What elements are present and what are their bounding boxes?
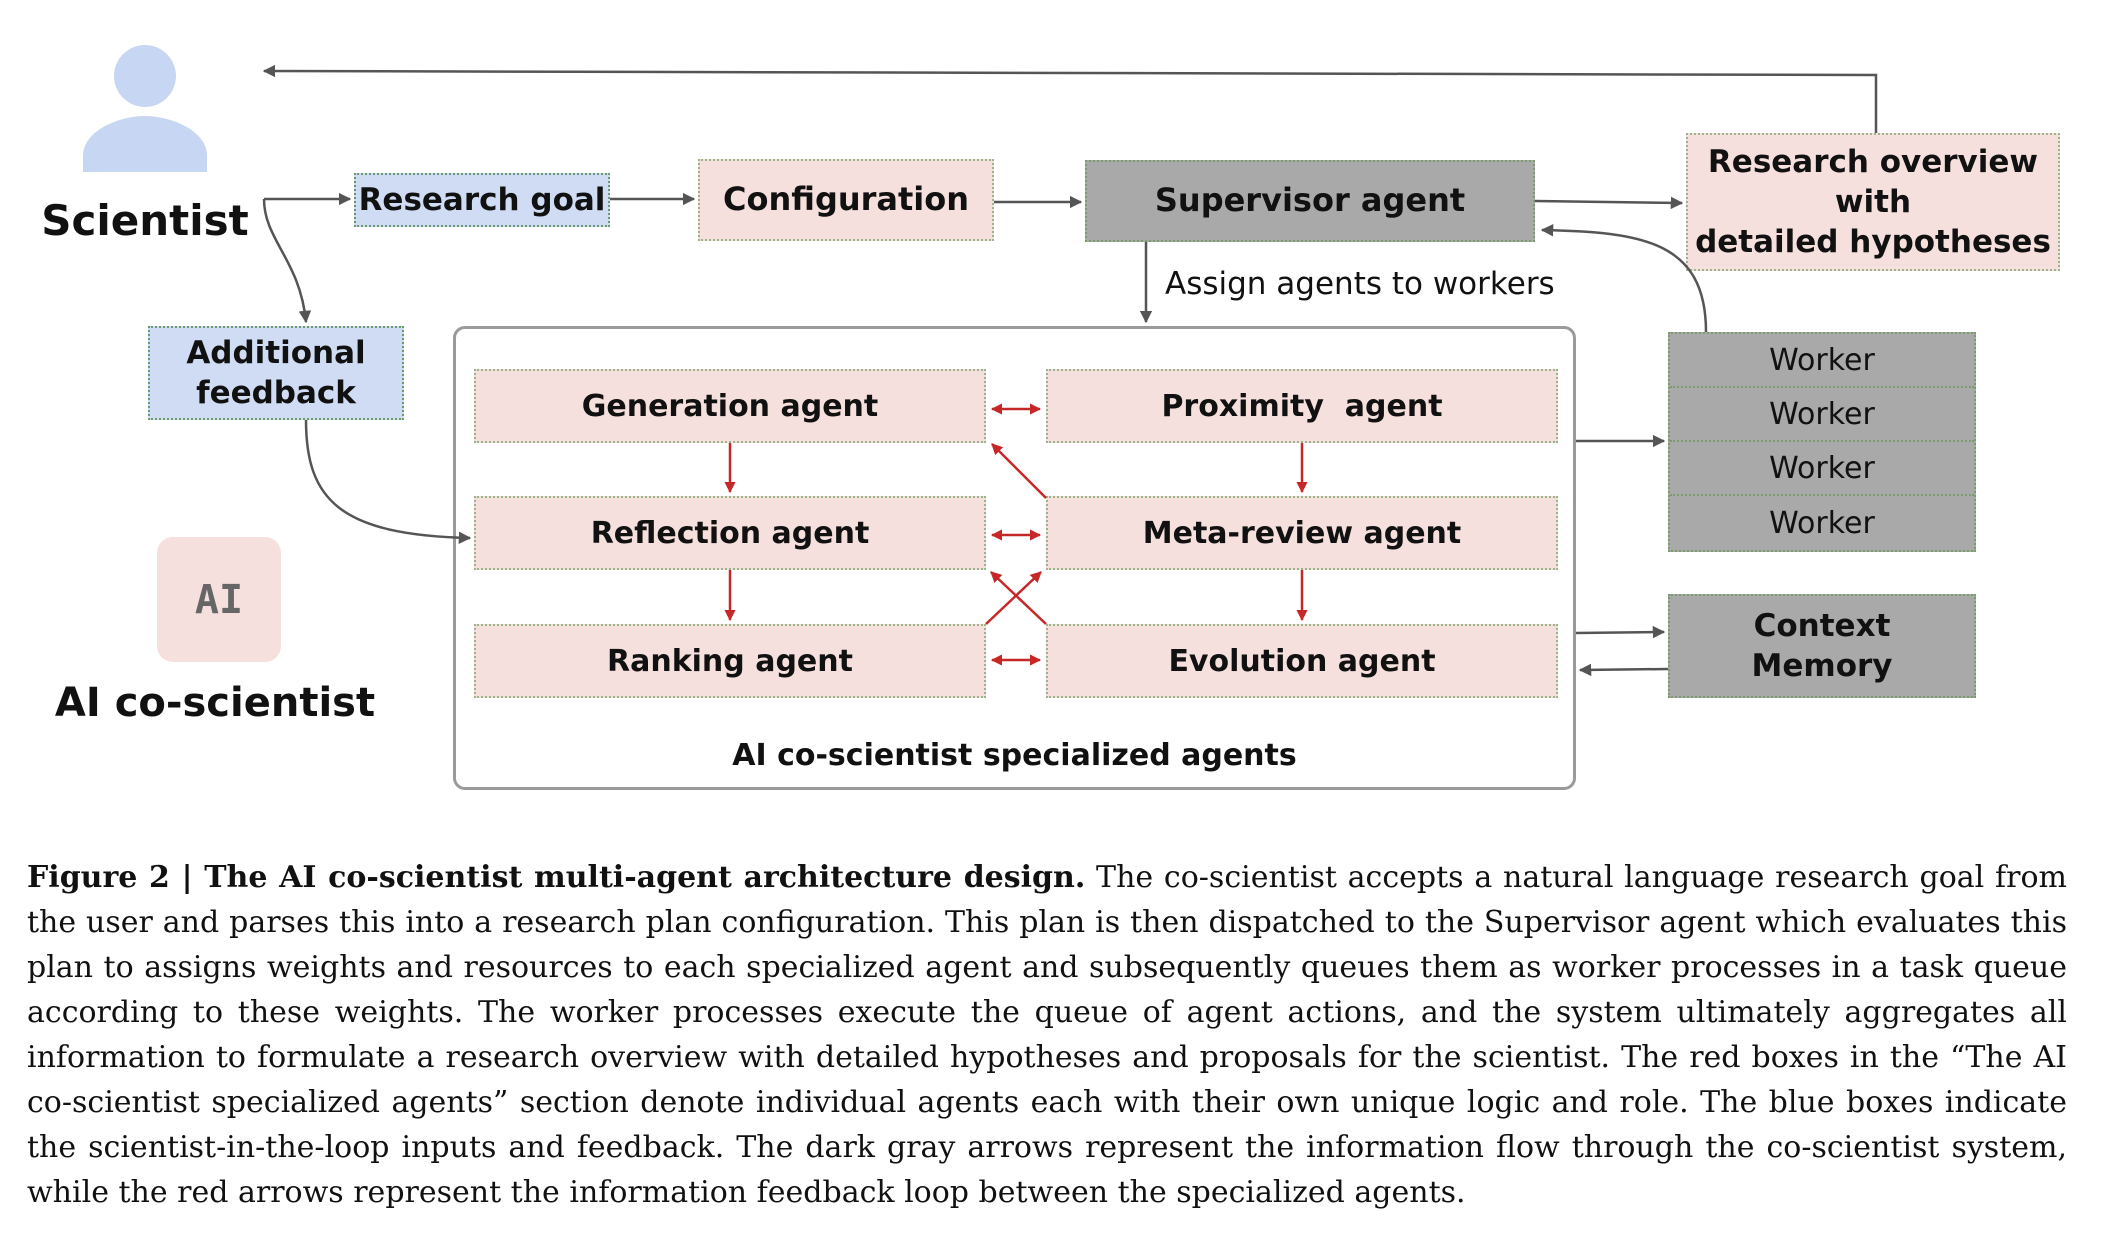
evolution-agent-label: Evolution agent — [1168, 643, 1436, 679]
research-overview-line-3: detailed hypotheses — [1695, 224, 2051, 261]
generation-agent-box: Generation agent — [474, 369, 986, 443]
research-overview-box: Research overview with detailed hypothes… — [1686, 133, 2060, 271]
additional-feedback-box: Additional feedback — [148, 326, 404, 420]
ai-badge-icon: AI — [157, 537, 281, 662]
context-memory-line-1: Context — [1753, 607, 1891, 644]
feedback-to-reflection-arrow — [304, 419, 472, 544]
additional-feedback-line-1: Additional — [186, 334, 366, 371]
context-memory-line-2: Memory — [1751, 648, 1893, 684]
meta-review-agent-label: Meta-review agent — [1142, 515, 1462, 551]
research-overview-line-1: Research overview — [1707, 143, 2039, 180]
proximity-agent-box: Proximity agent — [1046, 369, 1558, 443]
proximity-agent-label: Proximity agent — [1161, 388, 1443, 424]
worker-stack: Worker Worker Worker Worker — [1668, 332, 1976, 552]
ranking-agent-box: Ranking agent — [474, 624, 986, 698]
panel-to-memory-arrow — [1575, 625, 1666, 639]
person-icon — [83, 45, 207, 172]
reflection-agent-label: Reflection agent — [590, 515, 870, 551]
ai-coscientist-label: AI co-scientist — [54, 680, 376, 726]
context-memory-box: Context Memory — [1668, 594, 1976, 698]
configuration-box: Configuration — [698, 159, 994, 241]
research-goal-box: Research goal — [354, 173, 610, 227]
caption-body: The co-scientist accepts a natural langu… — [27, 860, 2067, 1210]
worker-item: Worker — [1769, 505, 1875, 541]
supervisor-to-overview-arrow — [1534, 196, 1684, 210]
supervisor-agent-label: Supervisor agent — [1154, 181, 1466, 220]
research-goal-label: Research goal — [358, 181, 606, 218]
scientist-to-feedback-arrow — [262, 198, 312, 324]
worker-item: Worker — [1670, 334, 1974, 388]
overview-to-scientist-arrow — [262, 64, 1878, 133]
research-overview-line-2: with — [1834, 183, 1912, 220]
reflection-agent-box: Reflection agent — [474, 496, 986, 570]
meta-review-agent-box: Meta-review agent — [1046, 496, 1558, 570]
supervisor-agent-box: Supervisor agent — [1085, 160, 1535, 242]
additional-feedback-line-2: feedback — [196, 375, 356, 411]
architecture-diagram: Scientist Research goal Configuration Su… — [41, 45, 2060, 790]
configuration-label: Configuration — [722, 180, 970, 219]
assign-agents-label: Assign agents to workers — [1165, 266, 1555, 302]
evolution-agent-box: Evolution agent — [1046, 624, 1558, 698]
memory-to-panel-arrow — [1578, 663, 1669, 677]
worker-item: Worker — [1670, 388, 1974, 442]
specialized-agents-panel-label: AI co-scientist specialized agents — [732, 738, 1297, 773]
caption-separator: | — [169, 860, 205, 895]
caption-title: The AI co-scientist multi-agent architec… — [204, 860, 1086, 895]
caption-figure-label: Figure 2 — [27, 860, 170, 895]
workers-to-supervisor-arrow — [1540, 223, 1708, 333]
ranking-agent-label: Ranking agent — [607, 643, 853, 679]
generation-agent-label: Generation agent — [581, 388, 879, 424]
scientist-label: Scientist — [41, 196, 249, 245]
figure-caption: Figure 2 | The AI co-scientist multi-age… — [27, 855, 2067, 1215]
worker-item: Worker — [1670, 442, 1974, 496]
